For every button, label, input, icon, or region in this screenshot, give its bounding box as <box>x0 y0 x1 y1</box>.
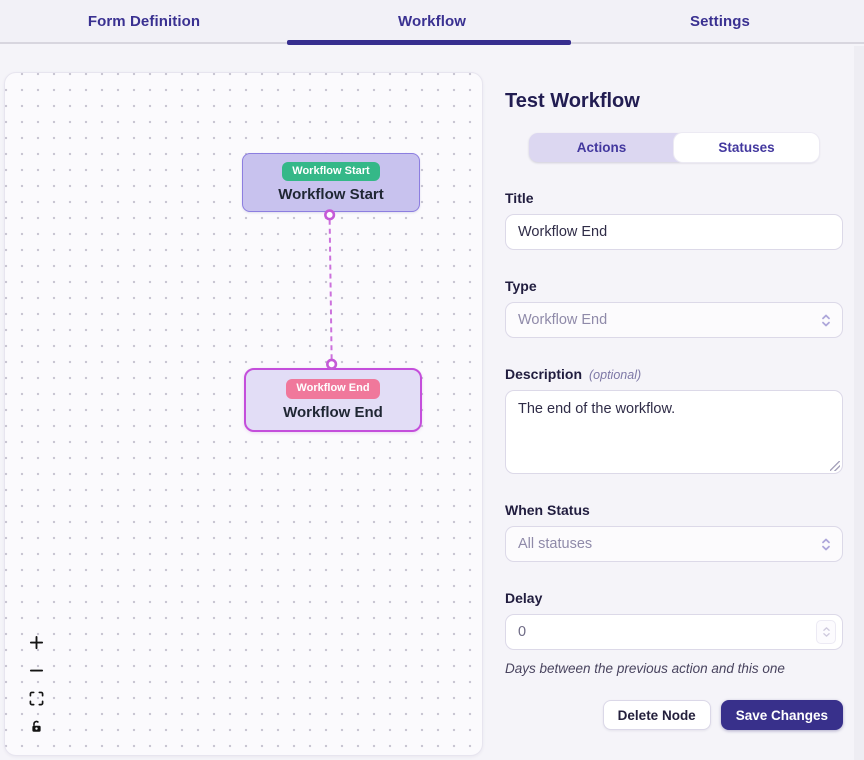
type-select[interactable]: Workflow End <box>505 302 843 338</box>
title-label: Title <box>505 190 534 206</box>
panel-actions: Delete Node Save Changes <box>505 700 843 730</box>
workflow-canvas[interactable]: Workflow Start Workflow Start Workflow E… <box>4 72 483 756</box>
field-when-status: When Status All statuses <box>505 502 843 562</box>
delay-input[interactable] <box>505 614 843 650</box>
panel-segmented-control: Actions Statuses <box>529 133 819 162</box>
properties-panel: Test Workflow Actions Statuses Title Typ… <box>505 88 843 730</box>
node-type-badge: Workflow End <box>286 379 380 399</box>
field-title: Title <box>505 190 843 250</box>
zoom-in-icon[interactable] <box>27 633 45 651</box>
node-type-badge: Workflow Start <box>282 161 380 182</box>
tab-workflow[interactable]: Workflow <box>397 12 467 30</box>
delay-help-text: Days between the previous action and thi… <box>505 661 785 676</box>
number-stepper-icon[interactable] <box>816 620 836 644</box>
node-title: Workflow Start <box>278 186 384 204</box>
tab-settings[interactable]: Settings <box>690 12 750 30</box>
type-label: Type <box>505 278 537 294</box>
save-changes-button[interactable]: Save Changes <box>720 700 843 730</box>
tab-form-definition[interactable]: Form Definition <box>87 12 201 30</box>
node-workflow-start[interactable]: Workflow Start Workflow Start <box>242 153 420 212</box>
fit-view-icon[interactable] <box>27 689 45 707</box>
field-description: Description (optional) The end of the wo… <box>505 366 843 474</box>
when-status-select[interactable]: All statuses <box>505 526 843 562</box>
panel-title: Test Workflow <box>505 90 640 112</box>
field-type: Type Workflow End <box>505 278 843 338</box>
field-delay: Delay Days between the previous action a… <box>505 590 843 676</box>
chevron-up-down-icon <box>822 538 830 550</box>
segment-actions[interactable]: Actions <box>576 140 627 155</box>
delete-node-button[interactable]: Delete Node <box>602 700 711 730</box>
optional-hint: (optional) <box>589 368 642 382</box>
when-status-select-value: All statuses <box>518 536 593 552</box>
segment-statuses[interactable]: Statuses <box>674 133 819 162</box>
title-input[interactable] <box>505 214 843 250</box>
description-label: Description (optional) <box>505 366 843 382</box>
zoom-out-icon[interactable] <box>27 661 45 679</box>
canvas-controls <box>27 633 45 735</box>
type-select-value: Workflow End <box>518 312 608 328</box>
description-label-text: Description <box>505 366 583 382</box>
when-status-label: When Status <box>505 502 590 518</box>
node-title: Workflow End <box>283 403 383 421</box>
node-workflow-end[interactable]: Workflow End Workflow End <box>244 368 422 432</box>
scrollbar-track[interactable] <box>854 46 864 760</box>
active-tab-indicator <box>287 40 571 45</box>
workflow-edge[interactable] <box>328 219 333 360</box>
lock-icon[interactable] <box>27 717 45 735</box>
chevron-up-down-icon <box>822 314 830 326</box>
top-tab-bar: Form Definition Workflow Settings <box>0 0 864 45</box>
delay-label: Delay <box>505 590 543 606</box>
description-textarea[interactable]: The end of the workflow. <box>505 390 843 474</box>
